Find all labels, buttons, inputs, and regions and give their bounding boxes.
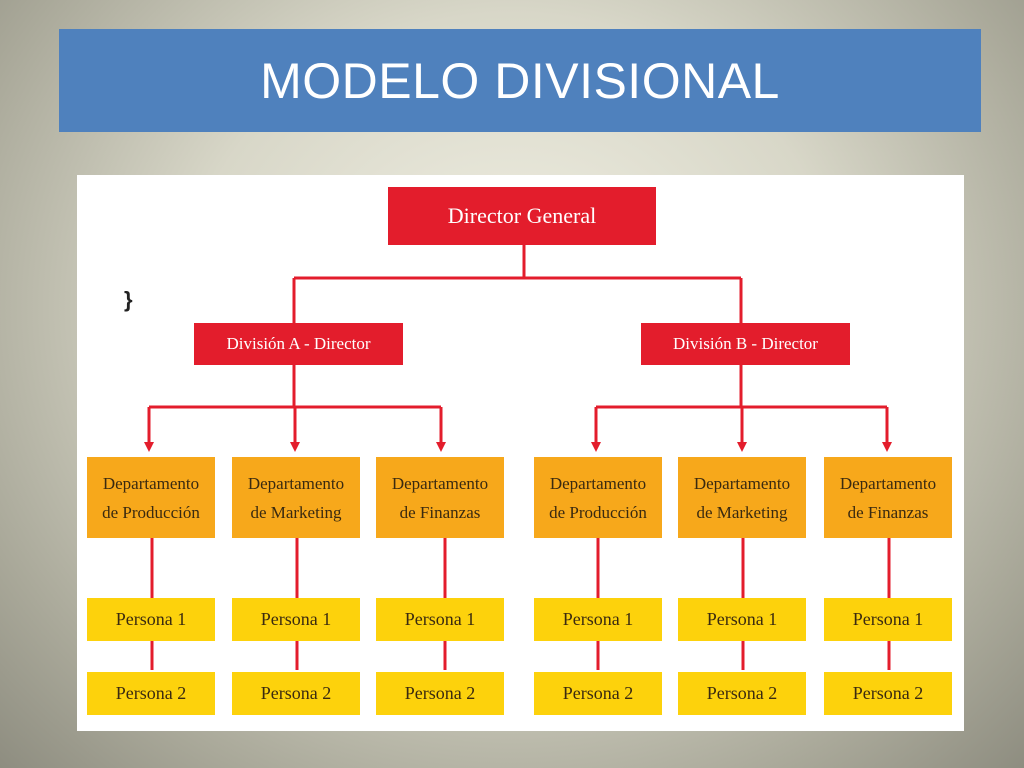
persona-label: Persona 1	[852, 609, 924, 629]
persona-box-a3-2: Persona 2	[376, 672, 504, 715]
department-box-b-finanzas: Departamento de Finanzas	[824, 457, 952, 538]
slide-title: MODELO DIVISIONAL	[260, 52, 780, 109]
persona-box-b3-2: Persona 2	[824, 672, 952, 715]
persona-label: Persona 2	[404, 683, 476, 703]
department-label-line2: de Producción	[549, 502, 647, 522]
department-label-line2: de Producción	[102, 502, 200, 522]
persona-box-b2-1: Persona 1	[678, 598, 806, 641]
persona-box-a2-1: Persona 1	[232, 598, 360, 641]
persona-label: Persona 1	[404, 609, 476, 629]
division-a-director-box: División A - Director	[194, 323, 403, 365]
department-label-line1: Departamento	[549, 473, 647, 493]
division-b-director-box: División B - Director	[641, 323, 850, 365]
persona-label: Persona 2	[562, 683, 634, 703]
persona-label: Persona 2	[115, 683, 187, 703]
persona-box-b1-2: Persona 2	[534, 672, 662, 715]
division-a-director-label: División A - Director	[226, 334, 371, 353]
department-box-a-marketing: Departamento de Marketing	[232, 457, 360, 538]
persona-label: Persona 1	[115, 609, 187, 629]
org-chart: } Director General División A - Director…	[77, 175, 964, 731]
department-box-b-produccion: Departamento de Producción	[534, 457, 662, 538]
department-label-line1: Departamento	[102, 473, 200, 493]
department-box-b-marketing: Departamento de Marketing	[678, 457, 806, 538]
department-label-line2: de Finanzas	[399, 502, 481, 522]
department-label-line1: Departamento	[391, 473, 489, 493]
persona-box-b3-1: Persona 1	[824, 598, 952, 641]
stray-brace-mark: }	[124, 287, 133, 312]
department-box-a-produccion: Departamento de Producción	[87, 457, 215, 538]
department-label-line1: Departamento	[247, 473, 345, 493]
director-general-box: Director General	[388, 187, 656, 245]
persona-box-b2-2: Persona 2	[678, 672, 806, 715]
department-label-line1: Departamento	[839, 473, 937, 493]
persona-label: Persona 1	[260, 609, 332, 629]
department-label-line2: de Marketing	[250, 502, 342, 522]
persona-label: Persona 2	[852, 683, 924, 703]
department-label-line2: de Marketing	[696, 502, 788, 522]
persona-label: Persona 2	[260, 683, 332, 703]
department-label-line1: Departamento	[693, 473, 791, 493]
department-label-line2: de Finanzas	[847, 502, 929, 522]
persona-box-b1-1: Persona 1	[534, 598, 662, 641]
title-bar: MODELO DIVISIONAL	[59, 29, 981, 132]
persona-box-a2-2: Persona 2	[232, 672, 360, 715]
division-b-director-label: División B - Director	[673, 334, 818, 353]
persona-label: Persona 1	[562, 609, 634, 629]
org-chart-connectors	[144, 245, 892, 670]
persona-box-a1-1: Persona 1	[87, 598, 215, 641]
persona-box-a1-2: Persona 2	[87, 672, 215, 715]
persona-label: Persona 1	[706, 609, 778, 629]
department-box-a-finanzas: Departamento de Finanzas	[376, 457, 504, 538]
persona-box-a3-1: Persona 1	[376, 598, 504, 641]
director-general-label: Director General	[447, 203, 597, 228]
persona-label: Persona 2	[706, 683, 778, 703]
